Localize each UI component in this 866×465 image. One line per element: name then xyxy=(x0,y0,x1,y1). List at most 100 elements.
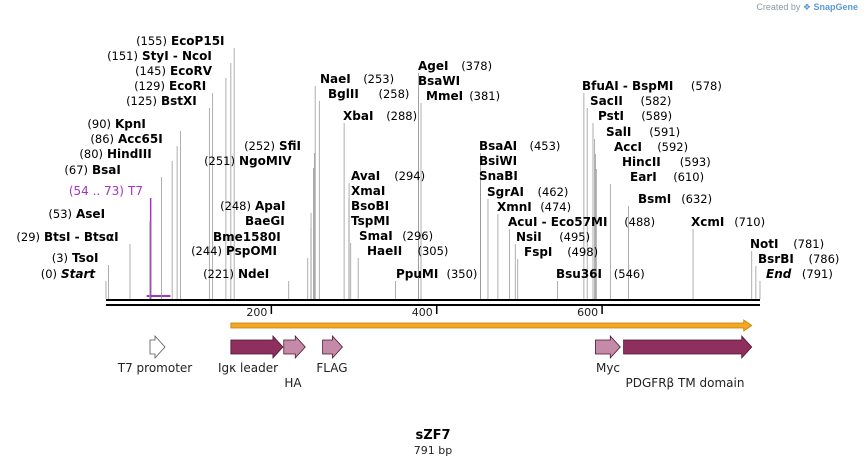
site-label-ecori[interactable]: EcoRI(129) xyxy=(134,79,206,93)
site-name: XmaI xyxy=(351,184,385,198)
feature-t7-promoter[interactable]: T7 promoter xyxy=(117,334,193,375)
site-label-bsrbi[interactable]: BsrBI(786) xyxy=(758,252,839,266)
site-label-bme1580i[interactable]: Bme1580I xyxy=(213,230,281,244)
site-label-bsai[interactable]: BsaI(67) xyxy=(64,163,120,177)
site-label-baegi[interactable]: BaeGI xyxy=(245,214,285,228)
site-position: (791) xyxy=(802,267,833,281)
site-label-ecop15i[interactable]: EcoP15I(155) xyxy=(136,34,224,48)
site-label-smai[interactable]: SmaI(296) xyxy=(359,229,433,243)
site-label-noti[interactable]: NotI(781) xyxy=(750,237,824,251)
site-position: (145) xyxy=(135,64,166,78)
site-label-hincii[interactable]: HincII(593) xyxy=(622,155,711,169)
site-name: BstXI xyxy=(161,94,197,108)
feature-ig-leader[interactable]: Igκ leader xyxy=(218,334,284,375)
site-label-acci[interactable]: AccI(592) xyxy=(614,140,688,154)
site-label-avai[interactable]: AvaI(294) xyxy=(351,169,425,183)
site-label-agei[interactable]: AgeI(378) xyxy=(418,59,492,73)
snapgene-credit: Created by ❖ SnapGene xyxy=(756,2,858,13)
site-name: BsaWI xyxy=(418,74,460,88)
site-label-bsmi[interactable]: BsmI(632) xyxy=(638,192,712,206)
site-label-xcmi[interactable]: XcmI(710) xyxy=(691,215,765,229)
site-label-psti[interactable]: PstI(589) xyxy=(598,109,672,123)
site-label-acc65i[interactable]: Acc65I (86) xyxy=(90,132,162,146)
site-label-btsi-bts-i[interactable]: BtsI - BtsαI(29) xyxy=(16,230,118,244)
site-position: (582) xyxy=(641,94,672,108)
site-name: StyI - NcoI xyxy=(142,49,212,63)
site-name: End xyxy=(766,267,792,281)
tick-label-600: 600 xyxy=(577,306,598,319)
site-label-bstxi[interactable]: BstXI(125) xyxy=(126,94,197,108)
site-label-acui-eco57mi[interactable]: AcuI - Eco57MI(488) xyxy=(508,215,655,229)
site-position: (578) xyxy=(691,79,722,93)
site-label-bsobi[interactable]: BsoBI xyxy=(351,199,389,213)
site-label-bglii[interactable]: BglII(258) xyxy=(328,87,409,101)
site-label-haeii[interactable]: HaeII(305) xyxy=(367,244,448,258)
site-label-xmai[interactable]: XmaI xyxy=(351,184,385,198)
site-label-naei[interactable]: NaeI(253) xyxy=(320,72,394,86)
feature-ha[interactable]: HA xyxy=(283,334,306,390)
site-name: EcoRI xyxy=(169,79,206,93)
site-label-asei[interactable]: AseI(53) xyxy=(48,207,105,221)
site-name: Bsu36I xyxy=(556,267,602,281)
site-position: (251) xyxy=(204,154,235,168)
feature-pdgfr-tm-domain[interactable]: PDGFRβ TM domain xyxy=(623,334,753,390)
site-name: BfuAI - BspMI xyxy=(582,79,673,93)
site-label-snabi[interactable]: SnaBI xyxy=(479,169,518,183)
site-label-bfuai-bspmi[interactable]: BfuAI - BspMI (578) xyxy=(582,79,722,93)
site-name: NdeI xyxy=(238,267,269,281)
site-label-xbai[interactable]: XbaI(288) xyxy=(343,109,417,123)
site-name: BsrBI xyxy=(758,252,794,266)
site-label-bsu36i[interactable]: Bsu36I(546) xyxy=(556,267,645,281)
site-label-mmei[interactable]: MmeI(381) xyxy=(426,89,500,103)
site-label-bsaai[interactable]: BsaAI(453) xyxy=(479,139,560,153)
site-position: (350) xyxy=(447,267,478,281)
site-label-apai[interactable]: ApaI (248) xyxy=(220,199,285,213)
site-position: (86) xyxy=(90,132,114,146)
site-name: NsiI xyxy=(516,230,542,244)
site-label-styi-ncoi[interactable]: StyI - NcoI(151) xyxy=(107,49,212,63)
site-label-sfii[interactable]: SfiI(252) xyxy=(244,139,301,153)
site-name: EcoP15I xyxy=(171,34,225,48)
site-label-eari[interactable]: EarI(610) xyxy=(630,170,704,184)
feature-flag[interactable]: FLAG xyxy=(316,334,348,375)
site-position: (710) xyxy=(734,215,765,229)
site-label-kpni[interactable]: KpnI(90) xyxy=(87,117,146,131)
site-label-t7[interactable]: (54 .. 73)T7 xyxy=(69,184,143,198)
site-label-ndei[interactable]: NdeI(221) xyxy=(203,267,269,281)
feature-arrow xyxy=(283,334,306,360)
site-label-xmni[interactable]: XmnI(474) xyxy=(497,200,571,214)
site-label-pspomi[interactable]: PspOMI(244) xyxy=(191,244,277,258)
site-label-hindiii[interactable]: HindIII(80) xyxy=(79,147,151,161)
sequence-backbone xyxy=(106,299,760,306)
site-label-ngomiv[interactable]: NgoMIV(251) xyxy=(204,154,292,168)
site-label-ecorv[interactable]: EcoRV(145) xyxy=(135,64,213,78)
site-label-sali[interactable]: SalI(591) xyxy=(606,125,680,139)
site-name: ApaI xyxy=(255,199,285,213)
site-position: (252) xyxy=(244,139,275,153)
site-label-tspmi[interactable]: TspMI xyxy=(351,214,390,228)
site-position: (29) xyxy=(16,230,40,244)
site-name: NotI xyxy=(750,237,779,251)
site-label-bsiwi[interactable]: BsiWI xyxy=(479,154,517,168)
credit-prefix: Created by xyxy=(756,2,801,12)
site-position: (248) xyxy=(220,199,251,213)
site-label-start[interactable]: Start(0) xyxy=(41,267,97,281)
site-label-fspi[interactable]: FspI(498) xyxy=(524,245,598,259)
site-label-bsawi[interactable]: BsaWI xyxy=(418,74,460,88)
site-name: Acc65I xyxy=(118,132,163,146)
site-position: (305) xyxy=(418,244,449,258)
feature-label: T7 promoter xyxy=(117,361,193,375)
site-label-ppumi[interactable]: PpuMI(350) xyxy=(396,267,477,281)
feature-myc[interactable]: Myc xyxy=(595,334,621,375)
orf-bar[interactable] xyxy=(230,319,753,332)
site-label-nsii[interactable]: NsiI(495) xyxy=(516,230,590,244)
feature-label: Igκ leader xyxy=(218,361,278,375)
site-label-end[interactable]: End (791) xyxy=(766,267,833,281)
site-label-sgrai[interactable]: SgrAI(462) xyxy=(487,185,568,199)
site-label-sacii[interactable]: SacII(582) xyxy=(590,94,671,108)
site-name: SalI xyxy=(606,125,631,139)
site-name: T7 xyxy=(127,184,143,198)
site-name: BsaAI xyxy=(479,139,517,153)
site-label-tsoi[interactable]: TsoI(3) xyxy=(52,251,99,265)
